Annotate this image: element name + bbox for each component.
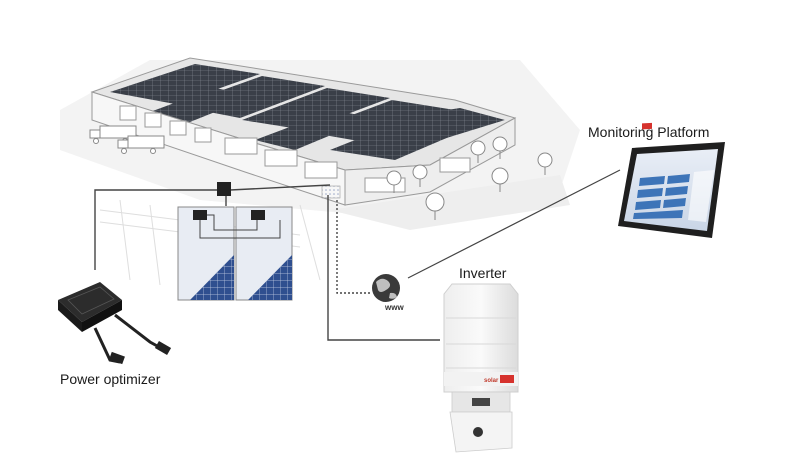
building-vent <box>321 185 341 199</box>
tablet-dashboard-tiles <box>633 174 690 219</box>
solar-module-right <box>235 206 293 301</box>
monitoring-platform-label: Monitoring Platform <box>588 124 710 140</box>
power-optimizer-icon <box>58 282 172 365</box>
power-optimizer-label: Power optimizer <box>60 371 161 387</box>
www-label: www <box>384 303 404 312</box>
roof-solar-panels <box>110 64 505 160</box>
warehouse-building <box>90 57 517 206</box>
tablet-icon <box>618 122 725 238</box>
inverter-switch <box>473 427 483 437</box>
solar-module-left <box>177 206 235 301</box>
optimizer-wire <box>94 189 220 270</box>
trucks <box>89 125 165 154</box>
monitoring-link <box>407 169 621 279</box>
module-optimizer-right <box>251 210 265 220</box>
inverter-label: Inverter <box>459 265 507 281</box>
array-wire <box>229 184 331 191</box>
globe-icon: www <box>372 274 404 312</box>
trees <box>386 136 553 220</box>
module-optimizer-left <box>193 210 207 220</box>
wiring <box>94 169 621 341</box>
junction-box <box>217 182 231 196</box>
inverter-icon: solar <box>443 283 519 453</box>
inverter-wire <box>327 195 440 341</box>
inverter-brand-label: solar <box>484 378 499 384</box>
loading-docks <box>119 105 471 193</box>
internet-wire <box>336 200 372 294</box>
